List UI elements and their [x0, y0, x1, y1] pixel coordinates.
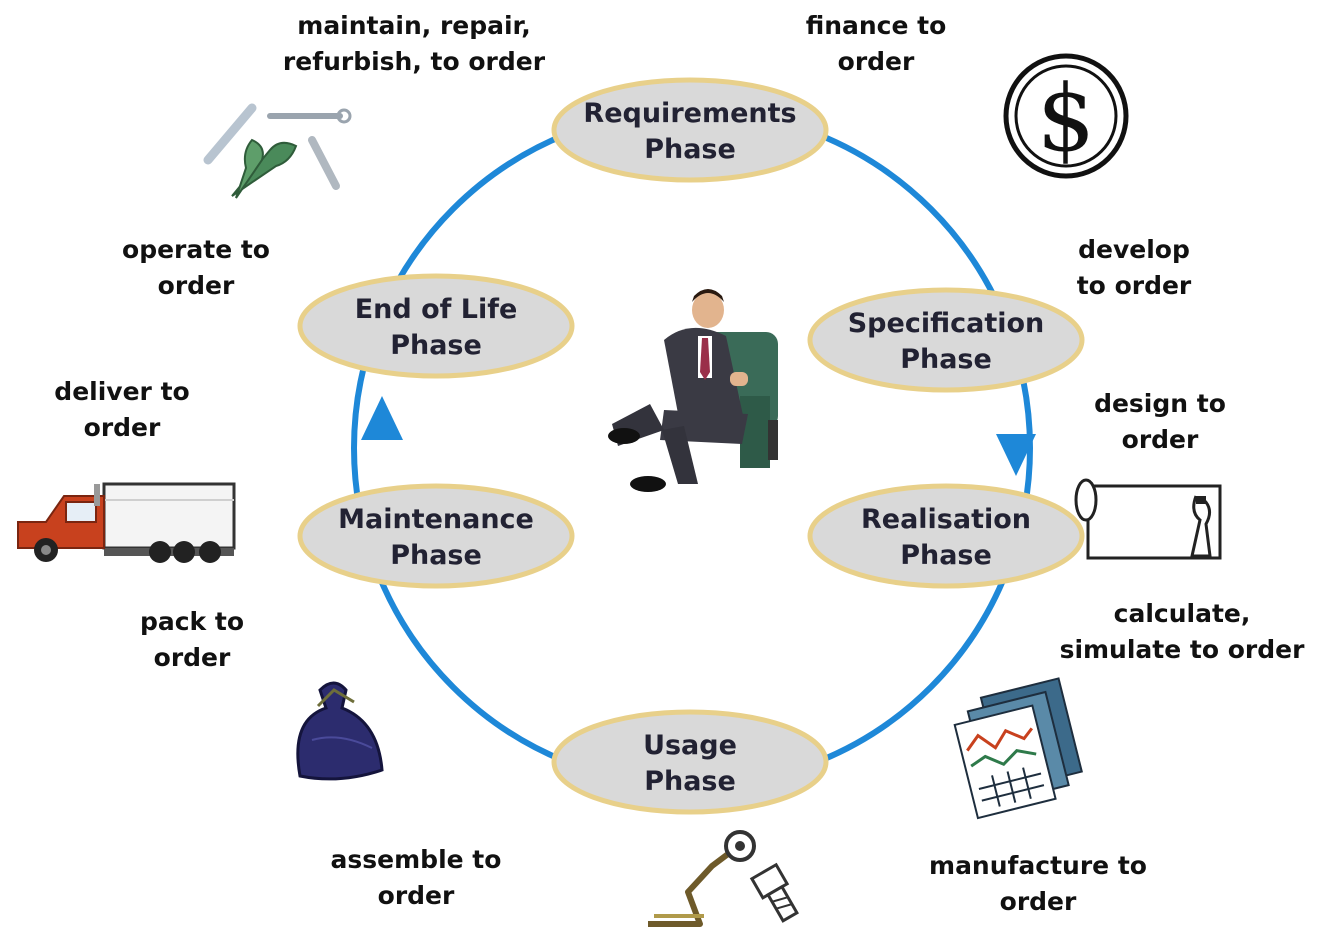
- label-manufacture-line2: order: [1000, 887, 1077, 916]
- label-pack-line1: pack to: [140, 607, 244, 636]
- delivery-truck-icon: [17, 482, 236, 563]
- seated-businessman-icon: [608, 289, 778, 492]
- label-calculate: calculate, simulate to order: [1060, 599, 1306, 664]
- specification-phase: Specification Phase: [807, 287, 1085, 393]
- label-develop-line2: to order: [1077, 271, 1192, 300]
- label-finance-line1: finance to: [806, 11, 947, 40]
- machine-parts-icon: [648, 830, 799, 927]
- usage-phase-line2: Phase: [644, 766, 736, 797]
- maintenance-phase: Maintenance Phase: [297, 483, 575, 589]
- usage-phase-line1: Usage: [643, 730, 737, 761]
- chart-sheets-icon: [953, 677, 1083, 820]
- label-develop: develop to order: [1077, 235, 1192, 300]
- label-assemble-line1: assemble to: [331, 845, 502, 874]
- tools-icon: [203, 103, 352, 199]
- label-assemble-line2: order: [378, 881, 455, 910]
- label-maintain-line2: refurbish, to order: [283, 47, 546, 76]
- label-deliver-line1: deliver to: [54, 377, 189, 406]
- label-operate-line1: operate to: [122, 235, 270, 264]
- realisation-phase: Realisation Phase: [807, 483, 1085, 589]
- arrow-up-icon: [361, 396, 403, 440]
- end-of-life-phase-line1: End of Life: [355, 294, 518, 325]
- label-design: design to order: [1094, 389, 1226, 454]
- label-operate-line2: order: [158, 271, 235, 300]
- label-manufacture: manufacture to order: [929, 851, 1147, 916]
- realisation-phase-line1: Realisation: [861, 504, 1031, 535]
- requirements-phase-line1: Requirements: [583, 98, 796, 129]
- design-scroll-icon: [1074, 478, 1222, 560]
- requirements-phase-line2: Phase: [644, 134, 736, 165]
- label-pack-line2: order: [154, 643, 231, 672]
- maintenance-phase-line2: Phase: [390, 540, 482, 571]
- label-maintain-line1: maintain, repair,: [297, 11, 530, 40]
- label-finance-line2: order: [838, 47, 915, 76]
- label-calculate-line1: calculate,: [1114, 599, 1251, 628]
- specification-phase-line1: Specification: [848, 308, 1045, 339]
- label-design-line2: order: [1122, 425, 1199, 454]
- specification-phase-line2: Phase: [900, 344, 992, 375]
- end-of-life-phase-line2: Phase: [390, 330, 482, 361]
- dollar-coin-icon: $: [1003, 53, 1129, 179]
- label-maintain: maintain, repair, refurbish, to order: [283, 11, 546, 76]
- realisation-phase-line2: Phase: [900, 540, 992, 571]
- label-pack: pack to order: [140, 607, 244, 672]
- label-manufacture-line1: manufacture to: [929, 851, 1147, 880]
- label-operate: operate to order: [122, 235, 270, 300]
- usage-phase: Usage Phase: [551, 709, 829, 815]
- maintenance-phase-line1: Maintenance: [338, 504, 534, 535]
- label-design-line1: design to: [1094, 389, 1226, 418]
- label-calculate-line2: simulate to order: [1060, 635, 1306, 664]
- arrow-down-icon: [996, 434, 1036, 476]
- label-develop-line1: develop: [1078, 235, 1190, 264]
- label-assemble: assemble to order: [331, 845, 502, 910]
- label-deliver-line2: order: [84, 413, 161, 442]
- cycle-ring: [351, 107, 1033, 789]
- svg-text:$: $: [1037, 65, 1096, 172]
- end-of-life-phase: End of Life Phase: [297, 273, 575, 379]
- label-finance: finance to order: [806, 11, 947, 76]
- requirements-phase: Requirements Phase: [551, 77, 829, 183]
- sack-icon: [296, 681, 384, 781]
- label-deliver: deliver to order: [54, 377, 189, 442]
